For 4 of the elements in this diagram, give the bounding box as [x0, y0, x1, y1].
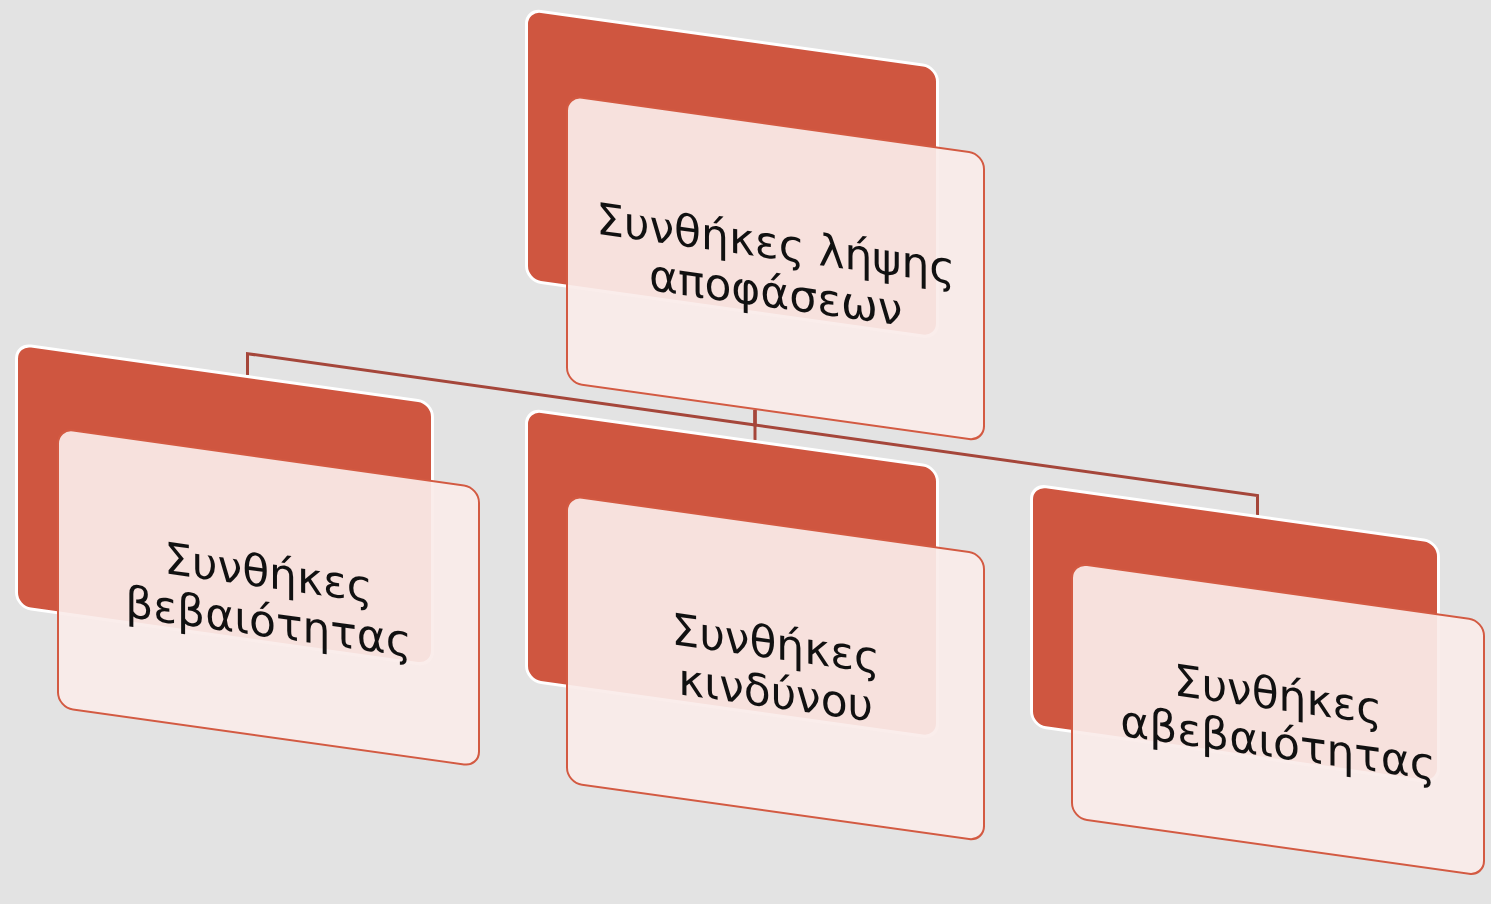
connector-line	[246, 351, 757, 427]
node-label: Συνθήκες κινδύνου	[670, 602, 881, 734]
connector-line	[753, 410, 1259, 515]
node-label: Συνθήκες λήψης αποφάσεων	[595, 193, 957, 338]
